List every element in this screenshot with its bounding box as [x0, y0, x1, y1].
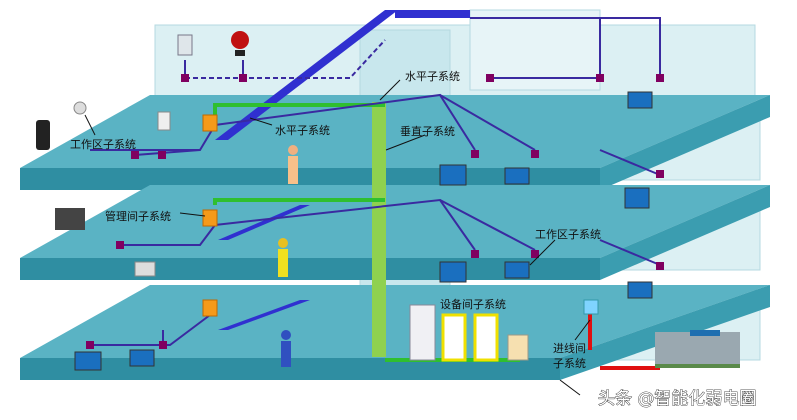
- label-arrows: [84, 79, 591, 396]
- label-work-area-left: 工作区子系统: [70, 138, 136, 151]
- tv-icon: [55, 208, 85, 230]
- phone-icon: [134, 261, 156, 277]
- cables: [90, 17, 661, 346]
- management-panels: [202, 114, 218, 317]
- camera-icon: [73, 101, 87, 115]
- label-work-area-right: 工作区子系统: [535, 228, 601, 241]
- horizontal-backbone: [215, 10, 470, 330]
- computers: [74, 91, 653, 371]
- label-entrance-line1: 进线间: [553, 341, 586, 355]
- label-horizontal-top: 水平子系统: [405, 70, 460, 83]
- devices: [36, 31, 740, 371]
- server-cabinet: [409, 304, 436, 361]
- label-horizontal-mid: 水平子系统: [275, 124, 330, 137]
- building-image: [655, 330, 740, 368]
- label-entrance-line2: 子系统: [553, 357, 586, 370]
- label-equipment-room: 设备间子系统: [440, 297, 506, 311]
- watermark: 头条 @智能化弱电圈: [598, 389, 756, 409]
- ups-icon: [36, 120, 50, 150]
- label-vertical: 垂直子系统: [400, 124, 455, 138]
- people: [278, 145, 298, 367]
- label-management: 管理间子系统: [105, 209, 171, 223]
- outlets: [86, 74, 664, 349]
